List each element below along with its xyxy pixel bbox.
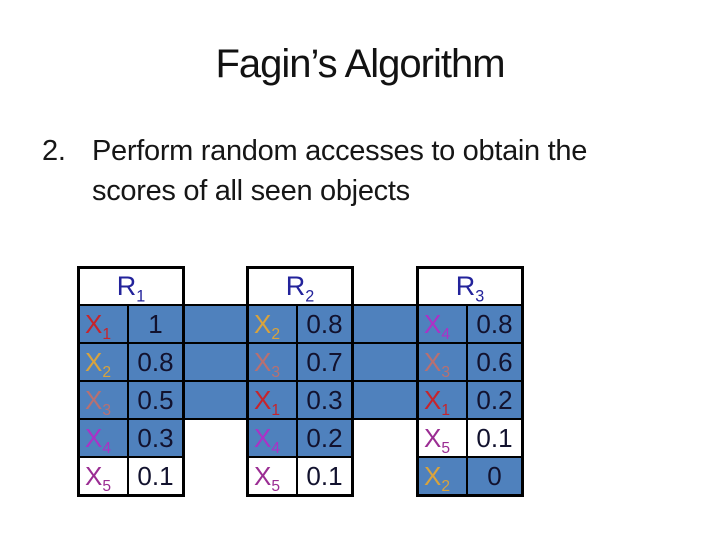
row-divider [354, 342, 416, 344]
object-cell: X1 [249, 382, 296, 418]
score-cell: 0.8 [468, 306, 521, 342]
object-cell: X3 [80, 382, 127, 418]
score-cell: 0.8 [298, 306, 351, 342]
object-cell: X5 [80, 458, 127, 494]
seen-band-segment [185, 382, 246, 418]
slide-title: Fagin’s Algorithm [215, 42, 505, 86]
score-cell: 0.1 [129, 458, 182, 494]
score-cell: 0.3 [129, 420, 182, 456]
object-cell: X5 [419, 420, 466, 456]
bullet-line-1: Perform random accesses to obtain the [92, 135, 588, 167]
bullet-text: Perform random accesses to obtain the sc… [92, 131, 587, 211]
object-cell: X1 [419, 382, 466, 418]
row-divider [185, 380, 246, 382]
object-cell: X2 [419, 458, 466, 494]
score-cell: 0.2 [468, 382, 521, 418]
bullet-item: 2. Perform random accesses to obtain the… [42, 131, 587, 211]
object-cell: X5 [249, 458, 296, 494]
score-cell: 0.8 [129, 344, 182, 380]
seen-band-segment [185, 306, 246, 342]
score-cell: 0.1 [468, 420, 521, 456]
score-cell: 1 [129, 306, 182, 342]
seen-band-segment [354, 344, 416, 380]
bullet-number: 2. [42, 135, 66, 167]
seen-band-segment [185, 344, 246, 380]
seen-band-connector-1 [185, 304, 246, 420]
score-cell: 0 [468, 458, 521, 494]
score-cell: 0.5 [129, 382, 182, 418]
row-divider [185, 342, 246, 344]
relation-header: R3 [419, 269, 521, 304]
object-cell: X3 [419, 344, 466, 380]
object-cell: X2 [249, 306, 296, 342]
object-cell: X4 [80, 420, 127, 456]
score-cell: 0.1 [298, 458, 351, 494]
object-cell: X1 [80, 306, 127, 342]
object-cell: X4 [249, 420, 296, 456]
score-cell: 0.2 [298, 420, 351, 456]
seen-band-connector-2 [354, 304, 416, 420]
relation-header: R2 [249, 269, 351, 304]
seen-band-segment [354, 306, 416, 342]
object-cell: X3 [249, 344, 296, 380]
row-divider [354, 380, 416, 382]
score-cell: 0.3 [298, 382, 351, 418]
object-cell: X4 [419, 306, 466, 342]
bullet-line-2: scores of all seen objects [92, 175, 410, 207]
seen-band-segment [354, 382, 416, 418]
relation-header: R1 [80, 269, 182, 304]
object-cell: X2 [80, 344, 127, 380]
score-cell: 0.6 [468, 344, 521, 380]
score-cell: 0.7 [298, 344, 351, 380]
